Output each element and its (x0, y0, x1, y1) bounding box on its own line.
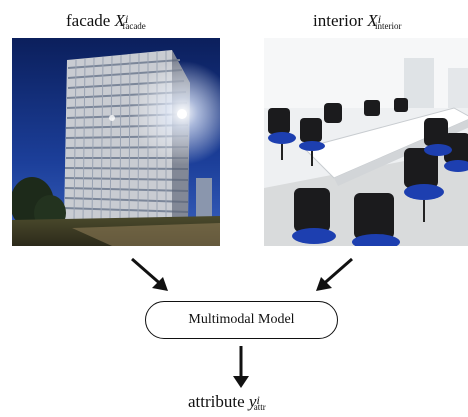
interior-superscript: i (377, 12, 382, 26)
facade-to-model-arrow-icon (131, 257, 168, 291)
interior-input-label: interior Xiinterior (313, 11, 408, 31)
attr-superscript: i (256, 393, 260, 407)
facade-input-label: facade Xifacade (66, 11, 152, 31)
facade-symbol: X (114, 11, 125, 30)
interior-to-model-arrow-icon (316, 257, 353, 291)
interior-symbol: X (367, 11, 378, 30)
meeting-room-illustration (264, 38, 468, 246)
facade-label-prefix: facade (66, 11, 115, 30)
facade-superscript: i (124, 12, 129, 26)
attribute-output-label: attribute yiattr (188, 392, 272, 412)
facade-subscript: facade (122, 21, 146, 31)
model-label: Multimodal Model (188, 312, 295, 327)
attr-subscript: attr (253, 402, 266, 412)
facade-image (12, 38, 220, 246)
facade-building-illustration (12, 38, 220, 246)
interior-subscript: interior (375, 21, 402, 31)
model-to-output-arrow-icon (233, 346, 249, 388)
attr-label-prefix: attribute (188, 392, 249, 411)
attr-symbol: y (248, 392, 257, 411)
interior-label-prefix: interior (313, 11, 368, 30)
interior-image (264, 38, 468, 246)
multimodal-model-box: Multimodal Model (145, 301, 338, 339)
